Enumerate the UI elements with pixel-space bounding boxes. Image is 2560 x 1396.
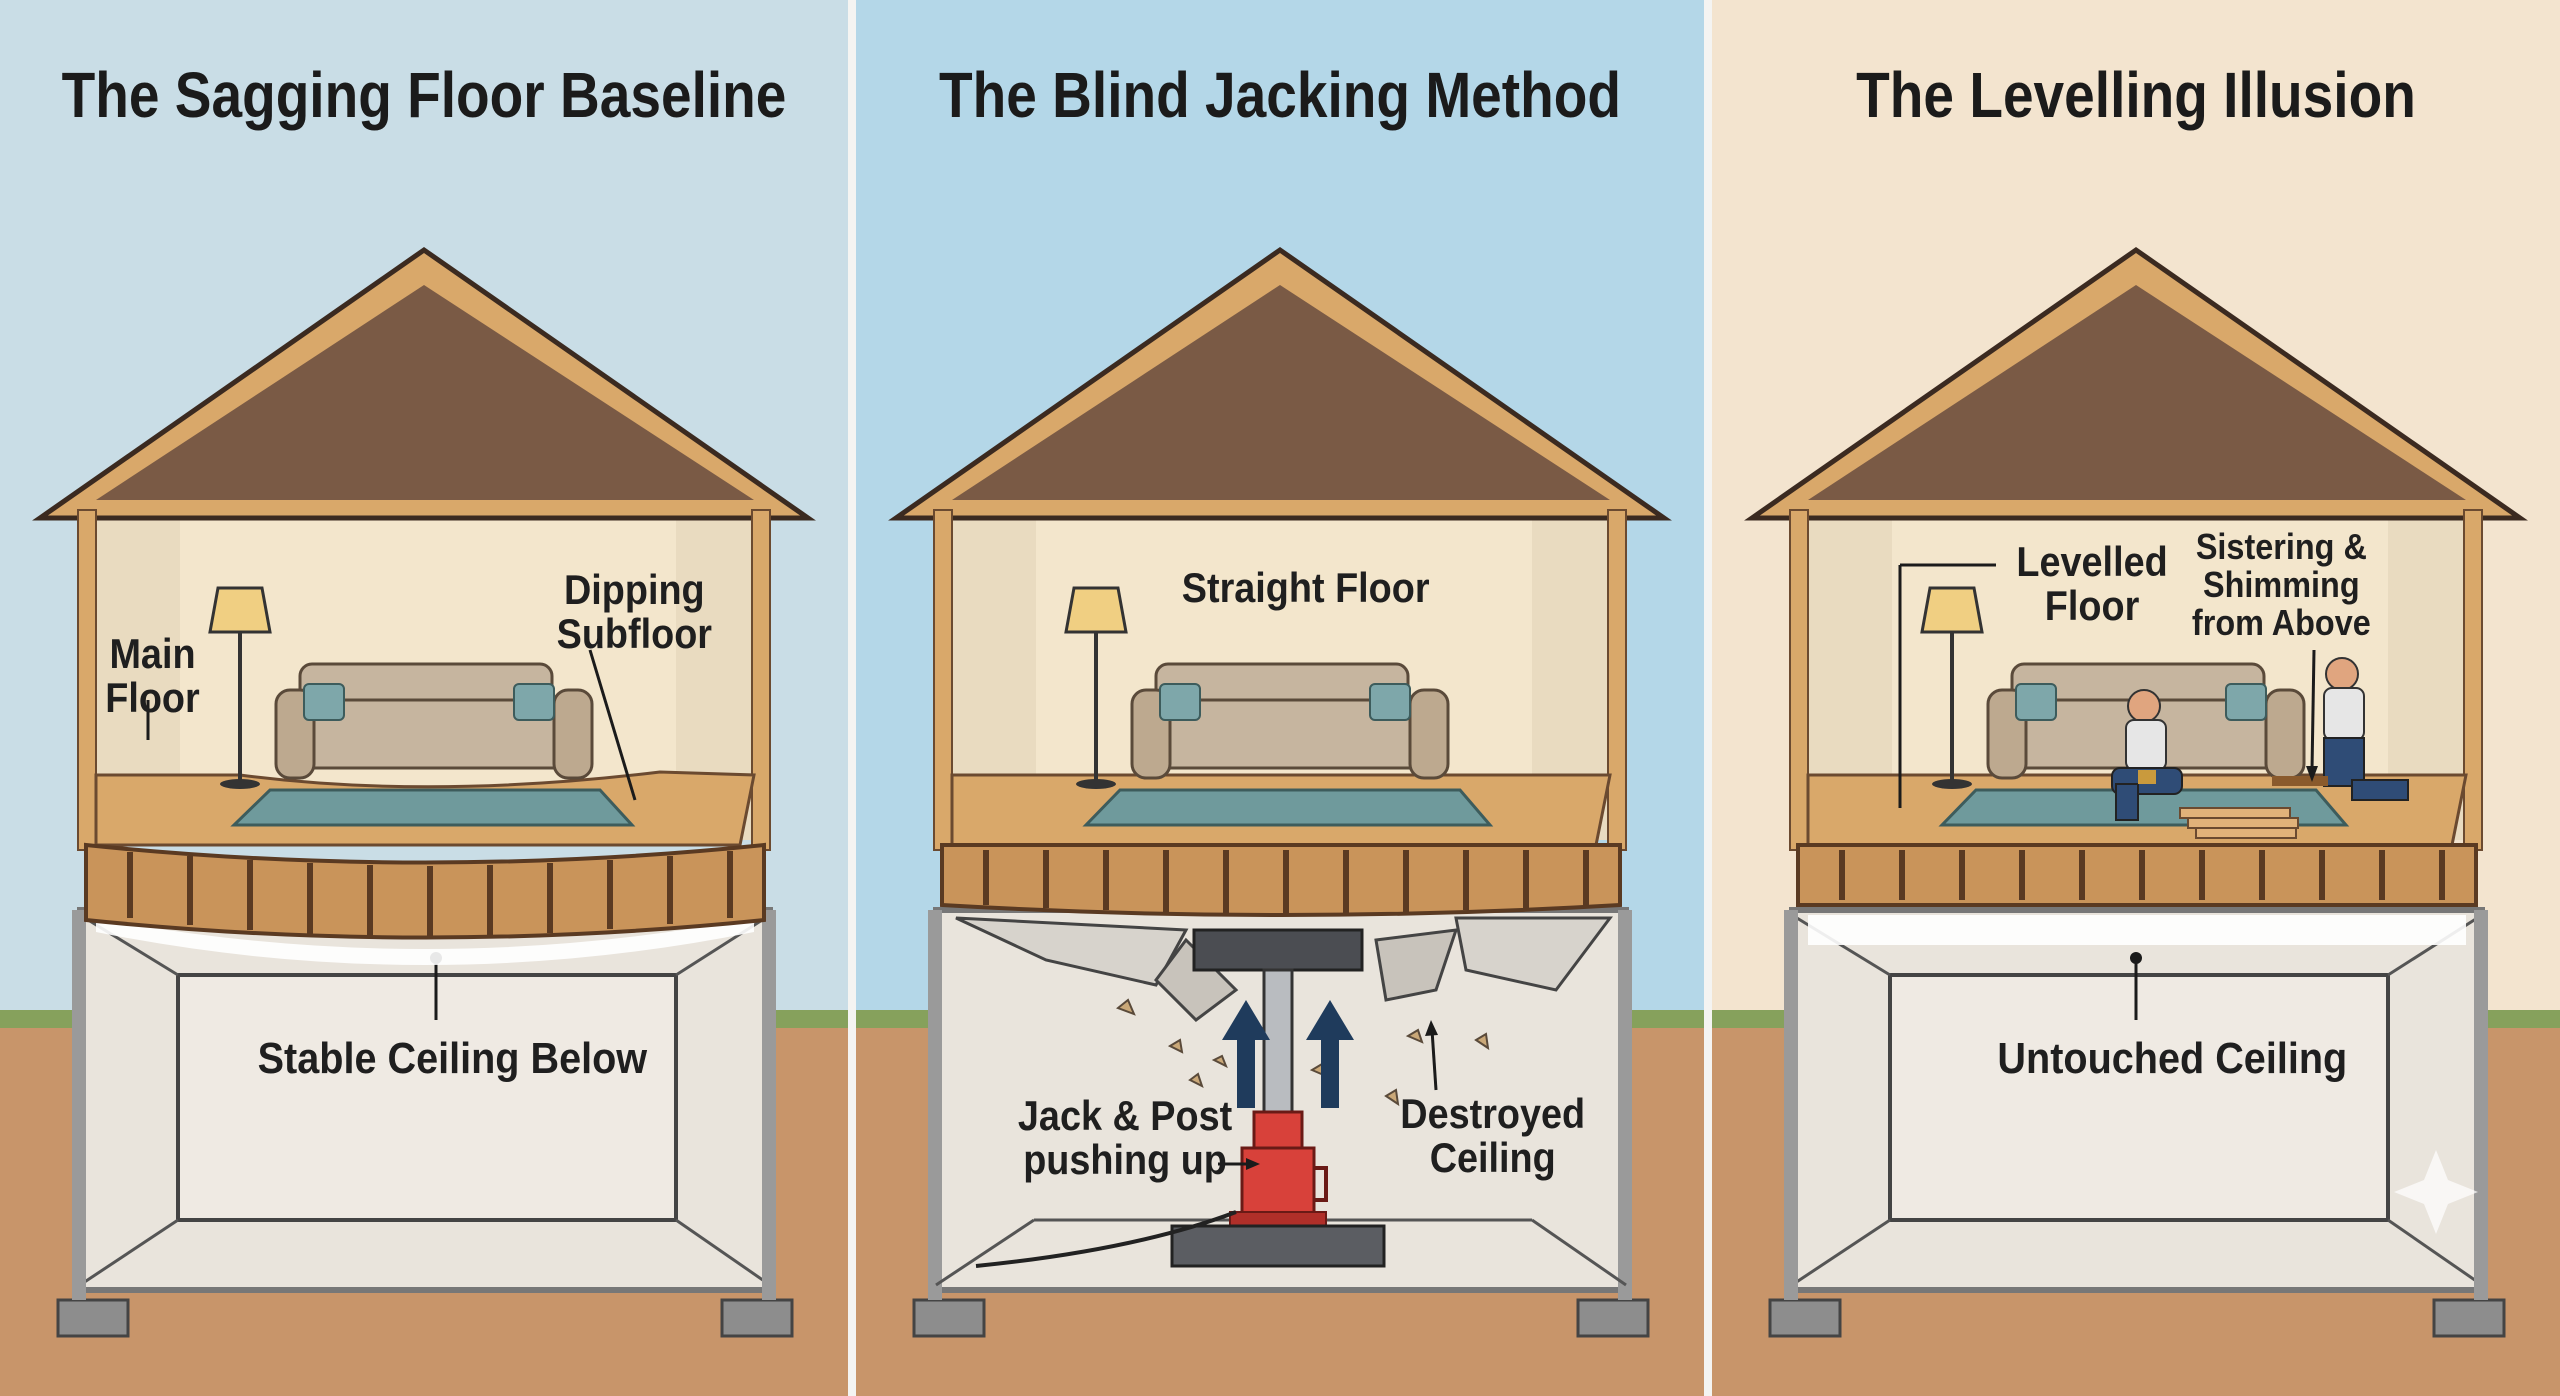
worker-left	[2111, 689, 2183, 821]
panel-title: The Sagging Floor Baseline	[61, 59, 787, 131]
label-destroyed-ceiling: Destroyed Ceiling	[1400, 1090, 1586, 1182]
label-jack-post: Jack & Post pushing up	[1017, 1092, 1233, 1184]
panel-title: The Levelling Illusion	[1856, 59, 2416, 131]
panel-blind-jacking: The Blind Jacking Method Straight Floor …	[856, 0, 1704, 1396]
worker-right	[2272, 657, 2409, 801]
panel-title: The Blind Jacking Method	[939, 59, 1621, 131]
house-illustration-levelling	[1712, 0, 2560, 1396]
house-illustration-sagging	[0, 0, 848, 1396]
panel-divider	[848, 0, 856, 1396]
label-main-floor: Main Floor	[105, 630, 200, 722]
panel-sagging-floor: The Sagging Floor Baseline Main Floor Di…	[0, 0, 848, 1396]
panel-levelling-illusion: The Levelling Illusion Levelled Floor Si…	[1712, 0, 2560, 1396]
panel-divider	[1704, 0, 1712, 1396]
label-straight-floor: Straight Floor	[1181, 564, 1430, 611]
label-levelled-floor: Levelled Floor	[2016, 538, 2168, 630]
label-dipping-subfloor: Dipping Subfloor	[556, 566, 713, 658]
label-untouched-ceiling: Untouched Ceiling	[1997, 1034, 2348, 1083]
house-illustration-jacking	[856, 0, 1704, 1396]
label-stable-ceiling: Stable Ceiling Below	[257, 1034, 648, 1083]
label-sistering-shimming: Sistering & Shimming from Above	[2191, 526, 2371, 643]
